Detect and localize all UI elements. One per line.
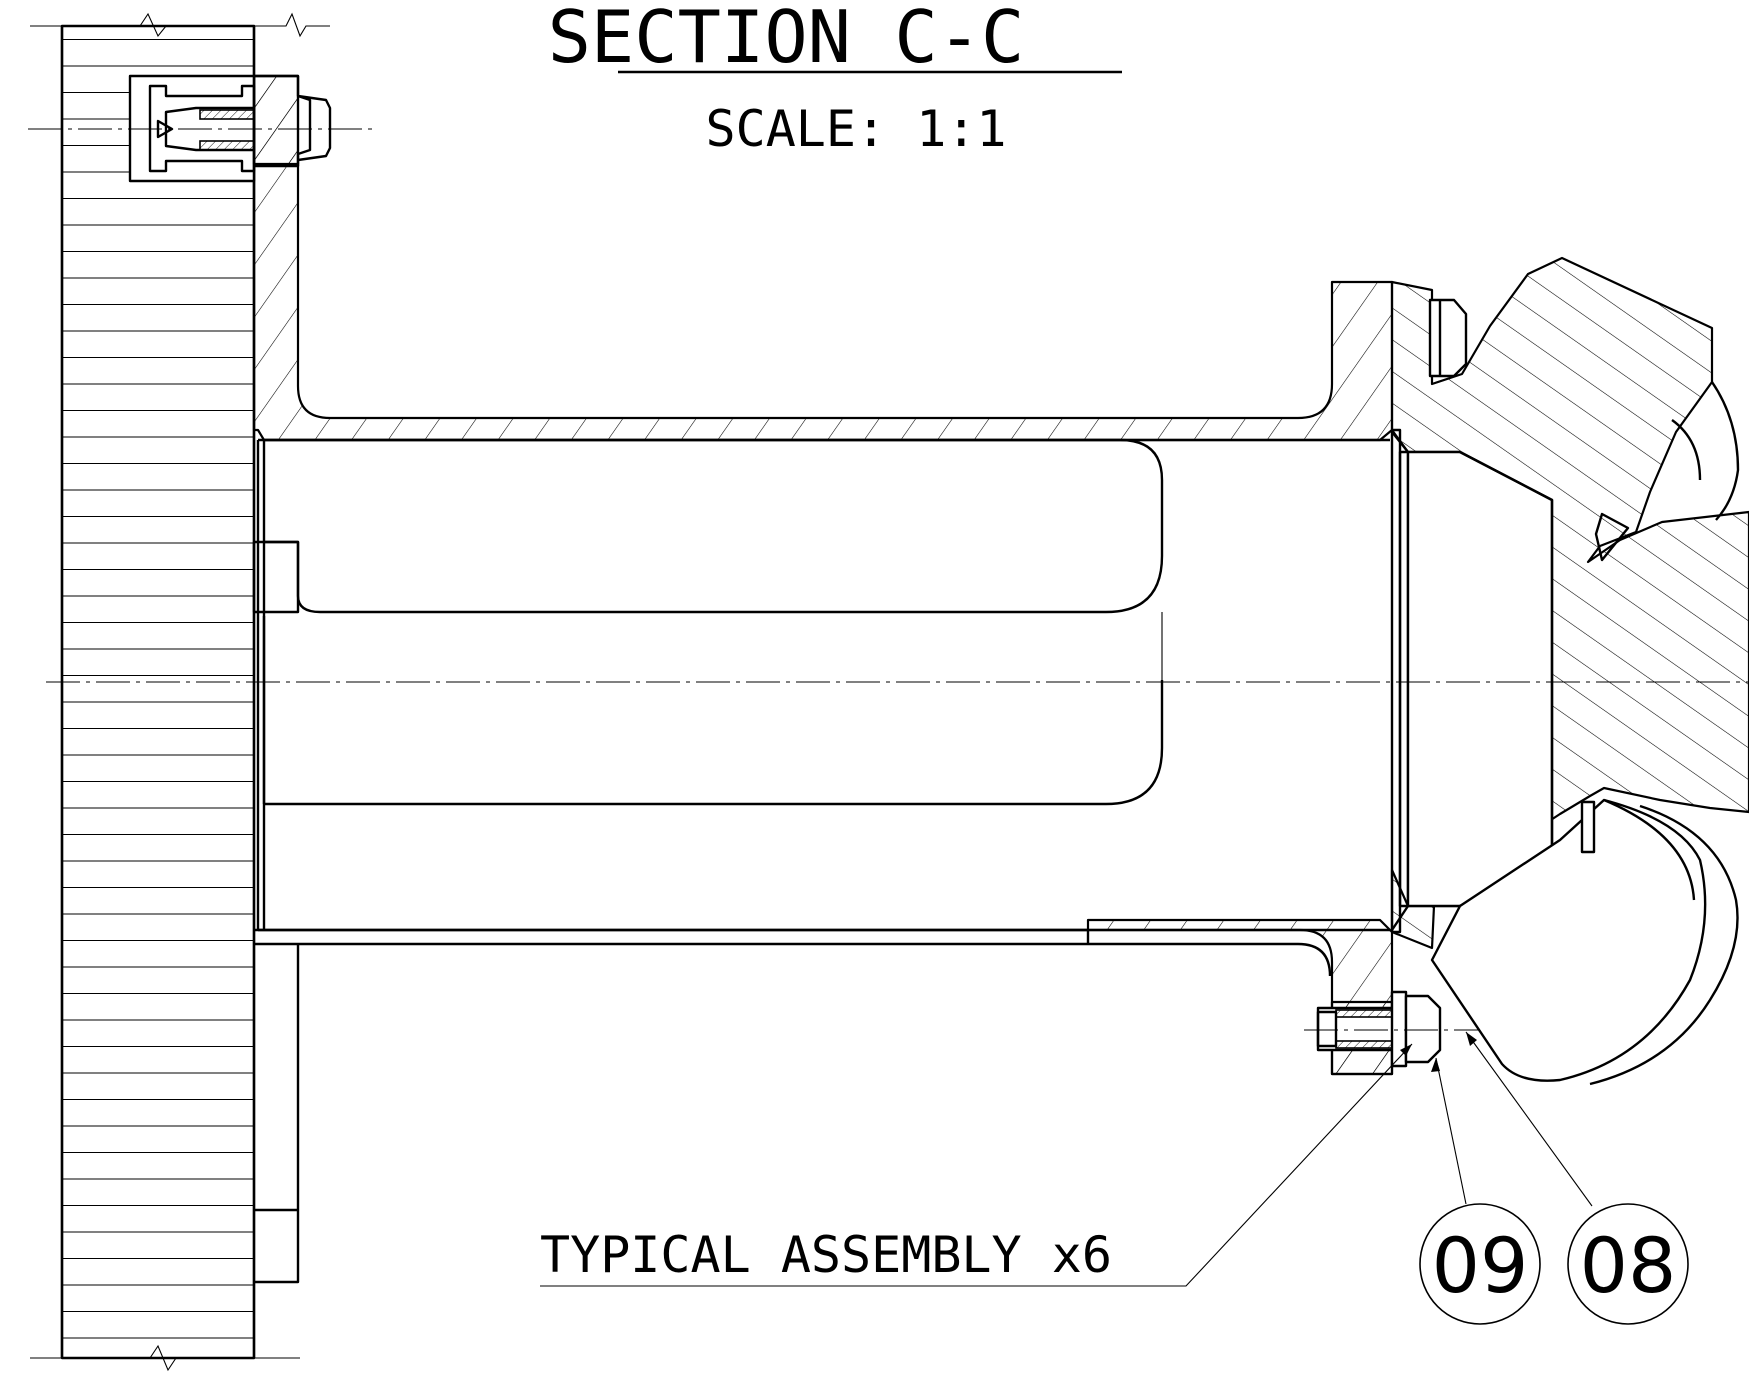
nozzle-cap [1390,256,1749,1086]
balloon-09-label: 09 [1432,1221,1529,1310]
scale-label: SCALE: 1:1 [705,100,1006,158]
note-leader [540,1043,1413,1287]
balloon-08: 08 [1465,1031,1689,1325]
pipe-body [252,74,1410,1284]
balloon-09: 09 [1419,1057,1541,1325]
balloon-08-label: 08 [1580,1221,1677,1310]
wall-section [30,12,330,1372]
lower-bolt [1304,990,1480,1076]
assembly-note: TYPICAL ASSEMBLY x6 [540,1226,1112,1284]
section-title: SECTION C-C [548,0,1025,79]
